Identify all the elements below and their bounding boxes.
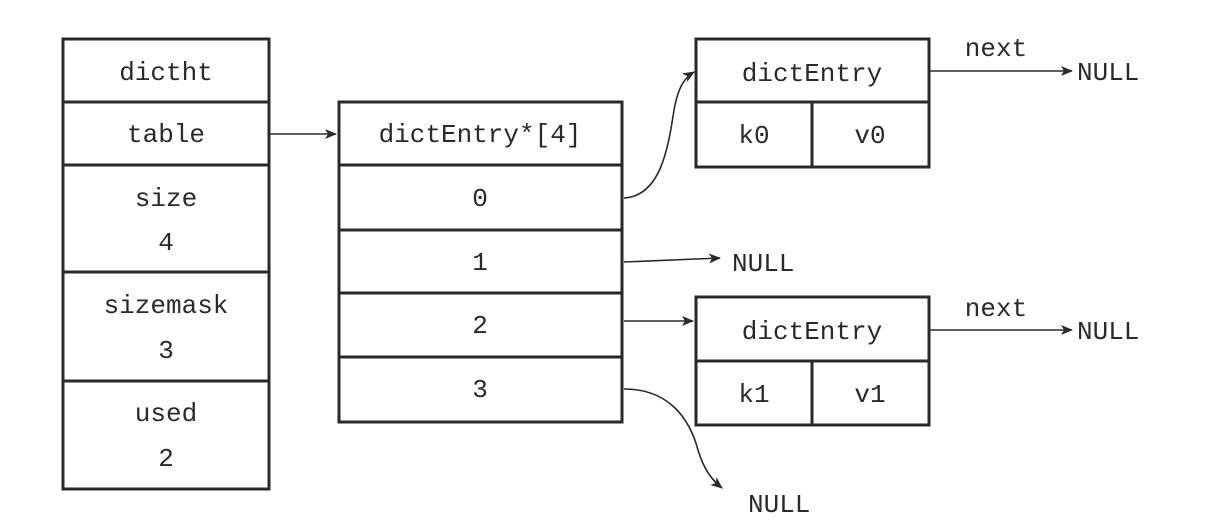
slot0-arrow: [623, 71, 695, 199]
dict-entry-1-title: dictEntry: [742, 317, 882, 347]
dict-entry-1-next-null: NULL: [1077, 317, 1139, 347]
dict-entry-0-value: v0: [854, 121, 885, 151]
dictht-title: dictht: [119, 58, 213, 88]
dictht-field-sizemask-value: 3: [158, 336, 174, 366]
dict-entry-0-next-null: NULL: [1077, 58, 1139, 88]
slot1-arrow: [623, 253, 721, 264]
dict-entry-1: dictEntry k1 v1: [694, 295, 931, 427]
dictht-field-used-value: 2: [158, 444, 174, 474]
dict-entry-1-key: k1: [738, 380, 769, 410]
dictht-field-sizemask-name: sizemask: [104, 291, 229, 321]
dict-entry-1-value: v1: [854, 380, 885, 410]
dict-entry-0: dictEntry k0 v0: [694, 37, 931, 169]
table-array: dictEntry*[4] 0 1 2 3: [337, 100, 624, 424]
table-slot-2: 2: [472, 311, 488, 341]
table-array-title: dictEntry*[4]: [379, 120, 582, 150]
dictht-field-size-value: 4: [158, 228, 174, 258]
dictht-field-table: table: [127, 120, 205, 150]
dictht-field-size-name: size: [135, 184, 197, 214]
dictht-field-used-name: used: [135, 399, 197, 429]
dictht-struct: dictht table size 4 sizemask 3 used 2: [61, 37, 271, 491]
dict-entry-0-key: k0: [738, 121, 769, 151]
slot3-arrow: [623, 388, 723, 489]
slot3-null: NULL: [748, 490, 810, 520]
table-slot-0: 0: [472, 184, 488, 214]
dict-entry-0-next-label: next: [965, 34, 1027, 64]
slot1-null: NULL: [732, 249, 794, 279]
dict-entry-1-next-label: next: [965, 294, 1027, 324]
table-slot-3: 3: [472, 375, 488, 405]
table-slot-1: 1: [472, 248, 488, 278]
dict-entry-0-title: dictEntry: [742, 59, 882, 89]
